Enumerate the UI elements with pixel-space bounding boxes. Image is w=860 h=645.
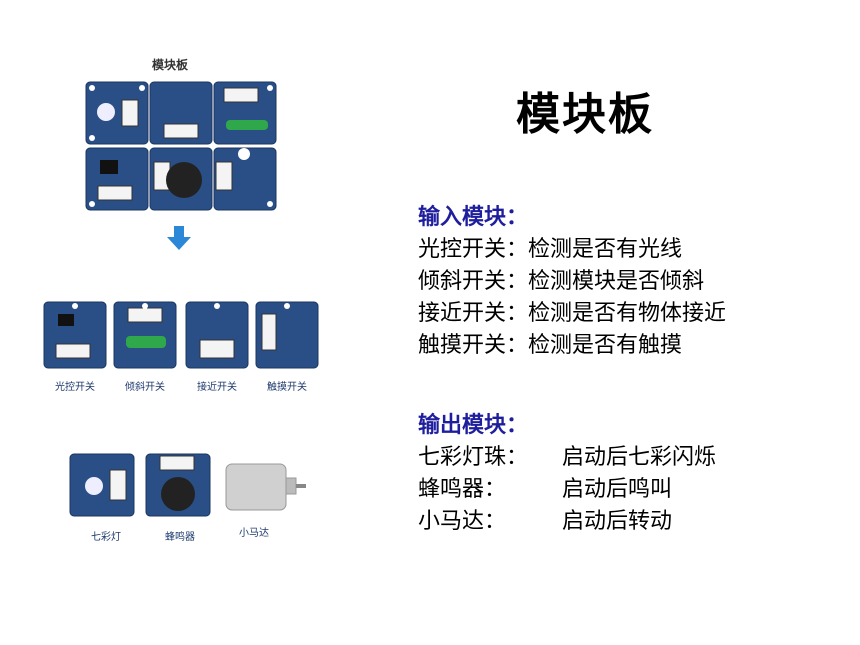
caption-touch-switch: 触摸开关	[267, 382, 307, 393]
module-board-image	[85, 81, 277, 211]
caption-color-light: 七彩灯	[91, 532, 121, 543]
caption-proximity-switch: 接近开关	[197, 382, 237, 393]
board-caption: 模块板	[152, 58, 189, 72]
output-section: 输出模块： 七彩灯珠：启动后七彩闪烁 蜂鸣器：启动后鸣叫 小马达：启动后转动	[418, 410, 716, 538]
input-item: 光控开关：检测是否有光线	[418, 237, 683, 262]
input-modules-image	[43, 301, 319, 369]
caption-buzzer: 蜂鸣器	[165, 532, 195, 543]
input-item: 倾斜开关：检测模块是否倾斜	[418, 269, 705, 294]
output-item: 蜂鸣器：启动后鸣叫	[418, 477, 673, 502]
input-item: 接近开关：检测是否有物体接近	[418, 301, 727, 326]
output-heading: 输出模块：	[418, 413, 529, 438]
arrow-down-icon	[167, 226, 191, 250]
input-item: 触摸开关：检测是否有触摸	[418, 333, 683, 358]
page-title: 模块板	[516, 89, 654, 140]
caption-light-switch: 光控开关	[55, 382, 95, 393]
input-heading: 输入模块：	[418, 205, 529, 230]
output-modules-image	[69, 453, 306, 517]
output-item: 七彩灯珠：启动后七彩闪烁	[418, 445, 717, 470]
caption-motor: 小马达	[239, 528, 269, 539]
caption-tilt-switch: 倾斜开关	[125, 382, 165, 393]
output-item: 小马达：启动后转动	[418, 509, 673, 534]
input-section: 输入模块： 光控开关：检测是否有光线 倾斜开关：检测模块是否倾斜 接近开关：检测…	[418, 202, 726, 362]
